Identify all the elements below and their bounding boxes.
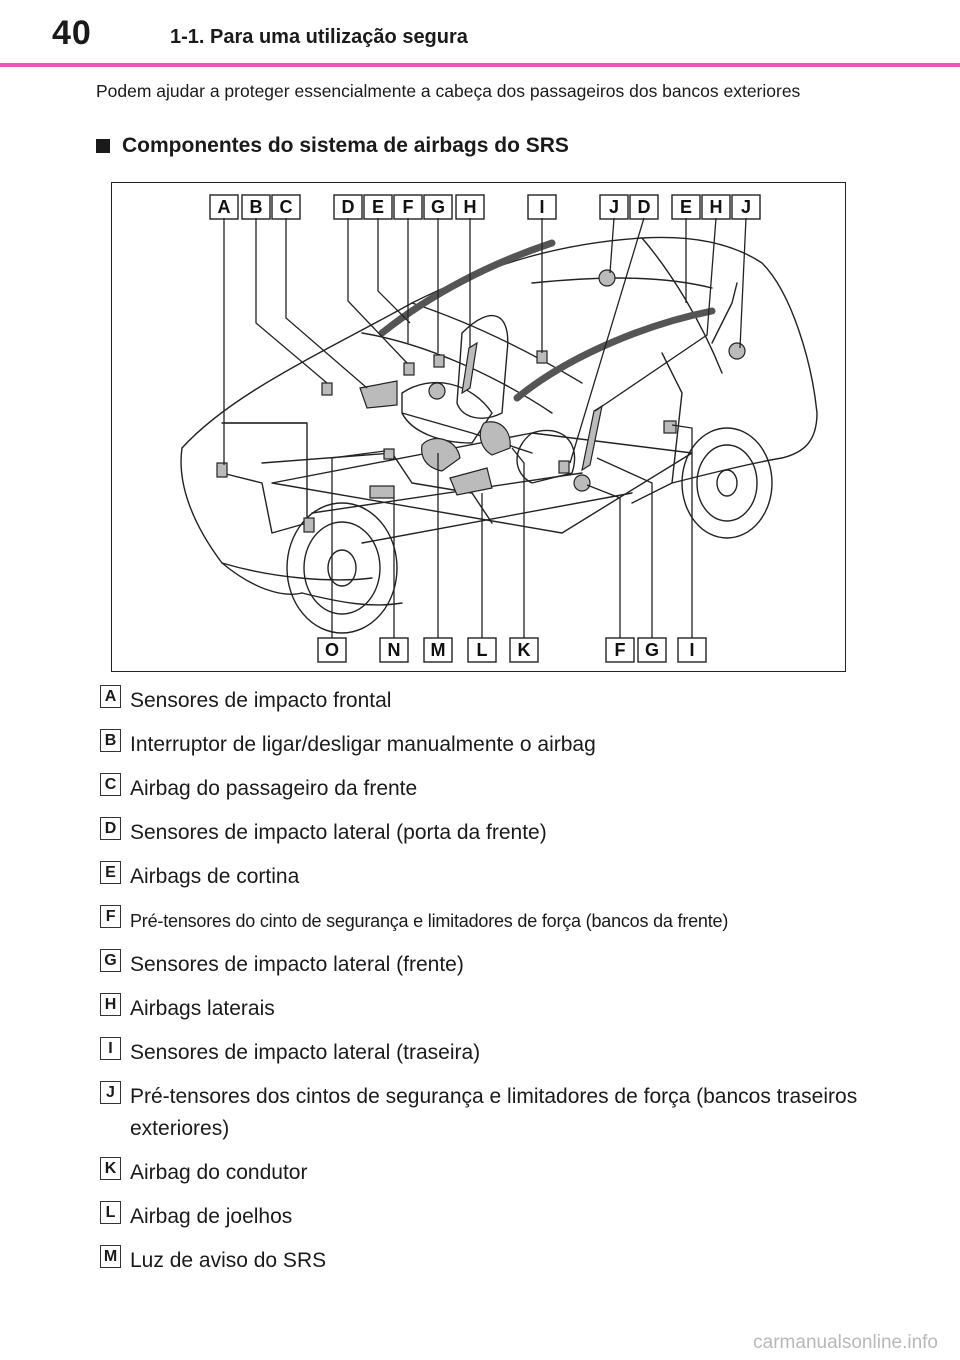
legend-description: Airbags laterais	[130, 997, 275, 1020]
svg-text:C: C	[280, 197, 293, 217]
legend-item: A Sensores de impacto frontal	[100, 685, 900, 717]
svg-text:H: H	[710, 197, 723, 217]
legend-item: H Airbags laterais	[100, 993, 900, 1025]
legend-description: Sensores de impacto lateral (porta da fr…	[130, 821, 547, 844]
legend-item: D Sensores de impacto lateral (porta da f…	[100, 817, 900, 849]
legend-key-badge: M	[100, 1245, 121, 1268]
svg-text:D: D	[342, 197, 355, 217]
legend-description: Pré-tensores dos cintos de segurança e l…	[130, 1085, 858, 1140]
bullet-square-icon	[96, 139, 110, 153]
svg-text:E: E	[372, 197, 384, 217]
svg-text:L: L	[477, 640, 488, 660]
svg-text:F: F	[403, 197, 414, 217]
legend-key-badge: G	[100, 949, 121, 972]
svg-text:M: M	[431, 640, 446, 660]
svg-text:I: I	[689, 640, 694, 660]
legend-item: E Airbags de cortina	[100, 861, 900, 893]
callout-label-top-f: F	[393, 194, 423, 220]
svg-text:O: O	[325, 640, 339, 660]
page-number: 40	[52, 14, 92, 52]
chapter-title: 1-1. Para uma utilização segura	[170, 26, 468, 48]
callout-label-top-e: E	[671, 194, 701, 220]
callout-label-top-h: H	[701, 194, 731, 220]
callout-label-top-c: C	[271, 194, 301, 220]
legend-key-badge: F	[100, 905, 121, 928]
legend-item: K Airbag do condutor	[100, 1157, 900, 1189]
legend-description: Airbag do condutor	[130, 1161, 308, 1184]
callout-label-bottom-o: O	[317, 637, 347, 663]
legend-description: Interruptor de ligar/desligar manualment…	[130, 733, 596, 756]
legend-key-badge: L	[100, 1201, 121, 1224]
svg-text:D: D	[638, 197, 651, 217]
legend-key-badge: E	[100, 861, 121, 884]
section-heading-text: Componentes do sistema de airbags do SRS	[122, 134, 569, 157]
legend-item: C Airbag do passageiro da frente	[100, 773, 900, 805]
legend-key-badge: D	[100, 817, 121, 840]
legend-key-badge: B	[100, 729, 121, 752]
svg-text:H: H	[464, 197, 477, 217]
callout-label-top-e: E	[363, 194, 393, 220]
svg-text:G: G	[431, 197, 445, 217]
legend-description: Airbag de joelhos	[130, 1205, 293, 1228]
callout-label-bottom-l: L	[467, 637, 497, 663]
callout-label-top-i: I	[527, 194, 557, 220]
svg-text:A: A	[218, 197, 231, 217]
svg-text:G: G	[645, 640, 659, 660]
callout-label-bottom-n: N	[379, 637, 409, 663]
legend-key-badge: K	[100, 1157, 121, 1180]
legend-description: Sensores de impacto lateral (traseira)	[130, 1041, 481, 1064]
legend-key-badge: I	[100, 1037, 121, 1060]
section-heading: Componentes do sistema de airbags do SRS	[96, 134, 569, 158]
svg-text:J: J	[741, 197, 751, 217]
callout-label-top-j: J	[731, 194, 761, 220]
legend-description: Sensores de impacto frontal	[130, 689, 392, 712]
callout-label-bottom-g: G	[637, 637, 667, 663]
svg-text:E: E	[680, 197, 692, 217]
legend-description: Pré-tensores do cinto de segurança e lim…	[130, 911, 729, 931]
svg-text:N: N	[388, 640, 401, 660]
callout-label-top-a: A	[209, 194, 239, 220]
legend-item: I Sensores de impacto lateral (traseira)	[100, 1037, 900, 1069]
legend-item: F Pré-tensores do cinto de segurança e li…	[100, 905, 900, 937]
svg-text:I: I	[539, 197, 544, 217]
footer-watermark: carmanualsonline.info	[753, 1332, 938, 1353]
svg-text:B: B	[250, 197, 263, 217]
callout-label-bottom-m: M	[423, 637, 453, 663]
legend-item: M Luz de aviso do SRS	[100, 1245, 900, 1277]
callout-label-top-b: B	[241, 194, 271, 220]
callout-label-top-d: D	[333, 194, 363, 220]
legend-description: Airbag do passageiro da frente	[130, 777, 418, 800]
callout-label-top-j: J	[599, 194, 629, 220]
legend-description: Sensores de impacto lateral (frente)	[130, 953, 464, 976]
legend-description: Airbags de cortina	[130, 865, 300, 888]
callout-label-top-g: G	[423, 194, 453, 220]
legend-key-badge: H	[100, 993, 121, 1016]
header-rule	[0, 63, 960, 67]
legend-item: J Pré-tensores dos cintos de segurança e …	[100, 1081, 900, 1145]
callout-label-bottom-k: K	[509, 637, 539, 663]
legend-key-badge: A	[100, 685, 121, 708]
callout-label-bottom-i: I	[677, 637, 707, 663]
svg-text:J: J	[609, 197, 619, 217]
intro-paragraph: Podem ajudar a proteger essencialmente a…	[96, 81, 801, 101]
legend-key-badge: J	[100, 1081, 121, 1104]
callout-label-top-h: H	[455, 194, 485, 220]
svg-text:F: F	[615, 640, 626, 660]
legend-item: L Airbag de joelhos	[100, 1201, 900, 1233]
svg-text:K: K	[518, 640, 531, 660]
callout-label-top-d: D	[629, 194, 659, 220]
legend-key-badge: C	[100, 773, 121, 796]
legend-item: G Sensores de impacto lateral (frente)	[100, 949, 900, 981]
legend-item: B Interruptor de ligar/desligar manualmen…	[100, 729, 900, 761]
legend-description: Luz de aviso do SRS	[130, 1249, 327, 1272]
callout-label-bottom-f: F	[605, 637, 635, 663]
